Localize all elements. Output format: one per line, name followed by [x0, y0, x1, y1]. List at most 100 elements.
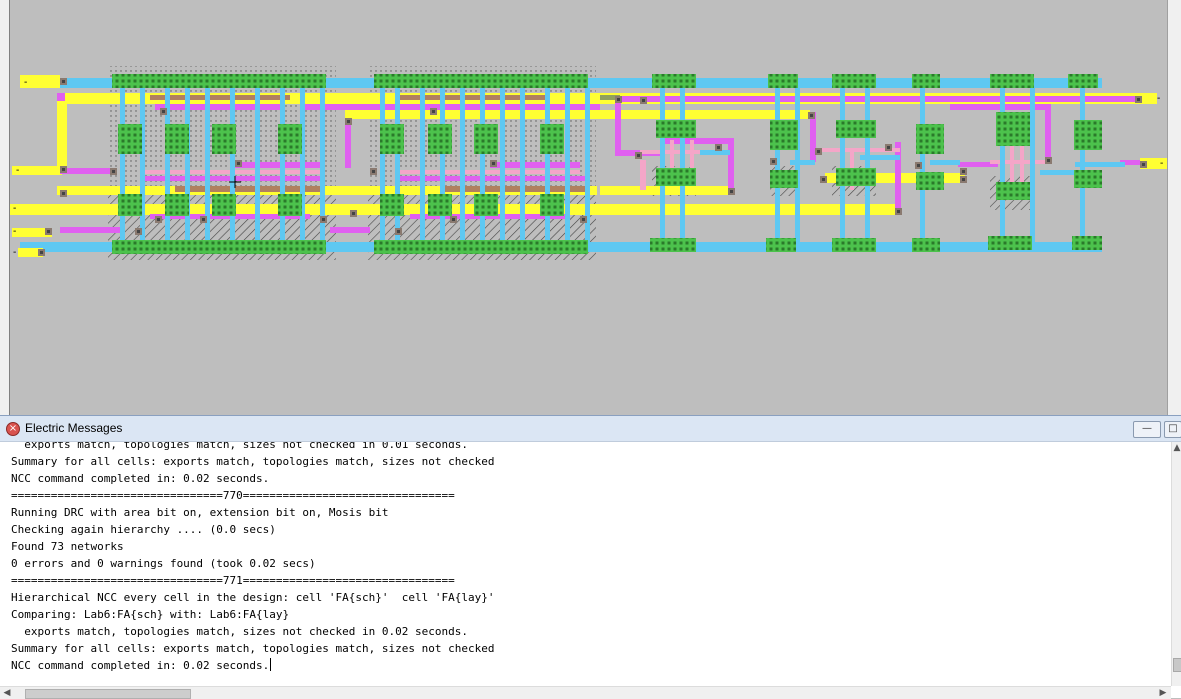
via-core [962, 170, 965, 173]
wide-metal-wire [600, 186, 732, 195]
via-core [1137, 98, 1140, 101]
scroll-up-icon[interactable]: ▲ [1173, 443, 1181, 453]
close-icon[interactable]: × [6, 422, 20, 436]
wide-metal-wire [18, 248, 43, 257]
message-line: Running DRC with area bit on, extension … [11, 506, 389, 519]
metal2-wire [155, 104, 285, 110]
metal1-wire [1040, 170, 1080, 175]
wide-metal-wire [20, 75, 60, 88]
metal1-wire [440, 88, 445, 248]
via-core [347, 120, 350, 123]
poly-wire [690, 140, 694, 180]
transistor [1074, 120, 1102, 150]
left-window-edge [0, 0, 10, 415]
metal3-bus [440, 186, 590, 192]
via-core [1047, 159, 1050, 162]
diffusion-contacts [832, 74, 876, 88]
metal1-wire [120, 88, 125, 248]
transistor [656, 168, 696, 186]
pmos-transistor [118, 124, 142, 154]
minimize-icon[interactable]: — [1133, 421, 1161, 438]
transistor [916, 124, 944, 154]
via-core [897, 210, 900, 213]
via-core [40, 251, 43, 254]
metal1-wire [775, 88, 780, 248]
message-line: exports match, topologies match, sizes n… [11, 625, 468, 638]
poly-wire [1010, 120, 1014, 200]
nmos-transistor [212, 194, 236, 216]
metal1-wire [205, 88, 210, 248]
via-core [617, 98, 620, 101]
wide-metal-wire [345, 110, 810, 119]
poly-wire [1020, 120, 1024, 200]
poly-wire [640, 160, 646, 190]
metal1-wire [395, 88, 400, 248]
wide-metal-wire [10, 204, 900, 215]
metal1-wire [280, 88, 285, 248]
metal2-wire [60, 168, 110, 174]
message-line: 0 errors and 0 warnings found (took 0.02… [11, 557, 316, 570]
diffusion-contacts [766, 238, 796, 252]
vertical-scroll-thumb[interactable] [1173, 658, 1181, 672]
poly-wire [820, 148, 900, 152]
message-line: Summary for all cells: exports match, to… [11, 642, 495, 655]
poly-wire [400, 170, 580, 174]
via-core [397, 230, 400, 233]
export-pin-label: - [13, 203, 16, 214]
right-window-edge [1167, 0, 1181, 415]
export-pin-label: - [13, 247, 16, 258]
via-core [730, 190, 733, 193]
diffusion-contacts [374, 240, 588, 254]
via-core [772, 160, 775, 163]
message-line: ================================770=====… [11, 489, 455, 502]
nmos-transistor [278, 194, 302, 216]
metal1-wire [790, 160, 815, 165]
scroll-right-icon[interactable]: ▶ [1159, 688, 1167, 698]
metal3-bus [600, 95, 620, 100]
message-line: Found 73 networks [11, 540, 124, 553]
metal1-wire [795, 88, 800, 248]
pmos-transistor [212, 124, 236, 154]
message-line: Comparing: Lab6:FA{sch} with: Lab6:FA{la… [11, 608, 290, 621]
metal1-wire [420, 88, 425, 248]
horizontal-scroll-thumb[interactable] [25, 689, 191, 699]
metal1-wire [380, 88, 385, 248]
metal1-wire [700, 150, 730, 155]
layout-canvas[interactable]: ------- [0, 0, 1181, 415]
metal1-wire [460, 88, 465, 248]
transistor [996, 112, 1030, 146]
circuit-layout[interactable]: ------- [0, 0, 1167, 415]
maximize-icon[interactable]: □ [1164, 421, 1181, 438]
horizontal-scrollbar[interactable]: ◀ ▶ [0, 686, 1171, 699]
metal1-wire [580, 242, 650, 252]
poly-wire [670, 140, 674, 180]
metal2-wire [615, 96, 621, 156]
diffusion-contacts [832, 238, 876, 252]
transistor [656, 120, 696, 138]
transistor [770, 120, 798, 150]
via-core [162, 110, 165, 113]
metal2-wire [57, 93, 65, 101]
message-line: Summary for all cells: exports match, to… [11, 455, 495, 468]
messages-title: Electric Messages [25, 421, 123, 435]
pmos-transistor [278, 124, 302, 154]
metal2-wire [490, 162, 580, 168]
via-core [202, 218, 205, 221]
metal2-wire [60, 227, 125, 233]
metal3-bus [175, 186, 325, 192]
via-core [822, 178, 825, 181]
via-core [637, 154, 640, 157]
via-core [62, 168, 65, 171]
vertical-scrollbar[interactable]: ▲ [1171, 442, 1181, 686]
diffusion-contacts [112, 240, 326, 254]
nmos-transistor [474, 194, 498, 216]
message-line: NCC command completed in: 0.02 seconds. [11, 658, 272, 672]
scroll-left-icon[interactable]: ◀ [3, 688, 11, 698]
message-line: NCC command completed in: 0.02 seconds. [11, 472, 270, 485]
diffusion-contacts [912, 238, 940, 252]
via-core [62, 80, 65, 83]
messages-text-area[interactable]: exports match, topologies match, sizes n… [0, 442, 1171, 686]
metal2-wire [1120, 160, 1140, 165]
messages-titlebar[interactable]: × Electric Messages — □ [0, 416, 1181, 442]
metal2-wire [420, 104, 570, 110]
